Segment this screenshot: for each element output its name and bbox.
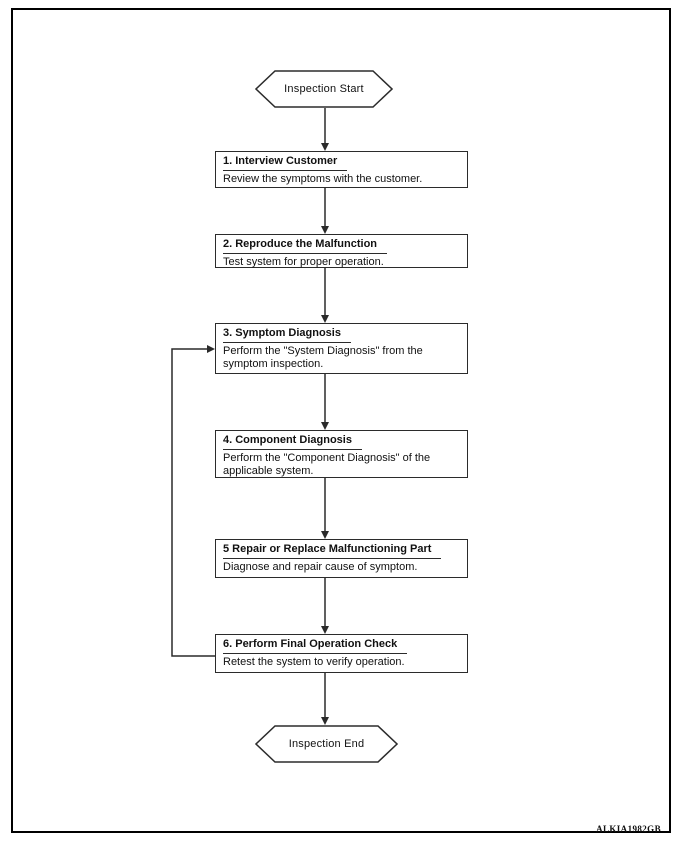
hexagon-shape [255,70,393,108]
step-box-2-reproduce-malfunction: 2. Reproduce the Malfunction Test system… [215,234,468,268]
step-1-body: Review the symptoms with the customer. [223,173,423,185]
step-2-title: 2. Reproduce the Malfunction [223,238,460,254]
step-5-body: Diagnose and repair cause of symptom. [223,561,418,573]
step-box-5-repair-or-replace: 5 Repair or Replace Malfunctioning Part … [215,539,468,578]
step-6-body: Retest the system to verify operation. [223,656,405,668]
step-3-title: 3. Symptom Diagnosis [223,327,460,343]
step-box-4-component-diagnosis: 4. Component Diagnosis Perform the "Comp… [215,430,468,478]
step-box-1-interview-customer: 1. Interview Customer Review the symptom… [215,151,468,188]
page-border [11,8,671,833]
step-box-3-symptom-diagnosis: 3. Symptom Diagnosis Perform the "System… [215,323,468,374]
step-2-body: Test system for proper operation. [223,256,384,268]
step-5-title: 5 Repair or Replace Malfunctioning Part [223,543,460,559]
end-node: Inspection End [255,725,398,763]
end-node-label: Inspection End [288,738,365,750]
step-6-title: 6. Perform Final Operation Check [223,638,460,654]
hexagon-shape [255,725,398,763]
step-box-6-final-operation-check: 6. Perform Final Operation Check Retest … [215,634,468,673]
figure-code: ALKIA1982GB [596,824,661,834]
step-3-body: Perform the "System Diagnosis" from the … [223,345,423,370]
step-1-title: 1. Interview Customer [223,155,460,171]
start-node-label: Inspection Start [284,83,364,95]
start-node: Inspection Start [255,70,393,108]
step-4-body: Perform the "Component Diagnosis" of the… [223,452,431,477]
step-4-title: 4. Component Diagnosis [223,434,460,450]
